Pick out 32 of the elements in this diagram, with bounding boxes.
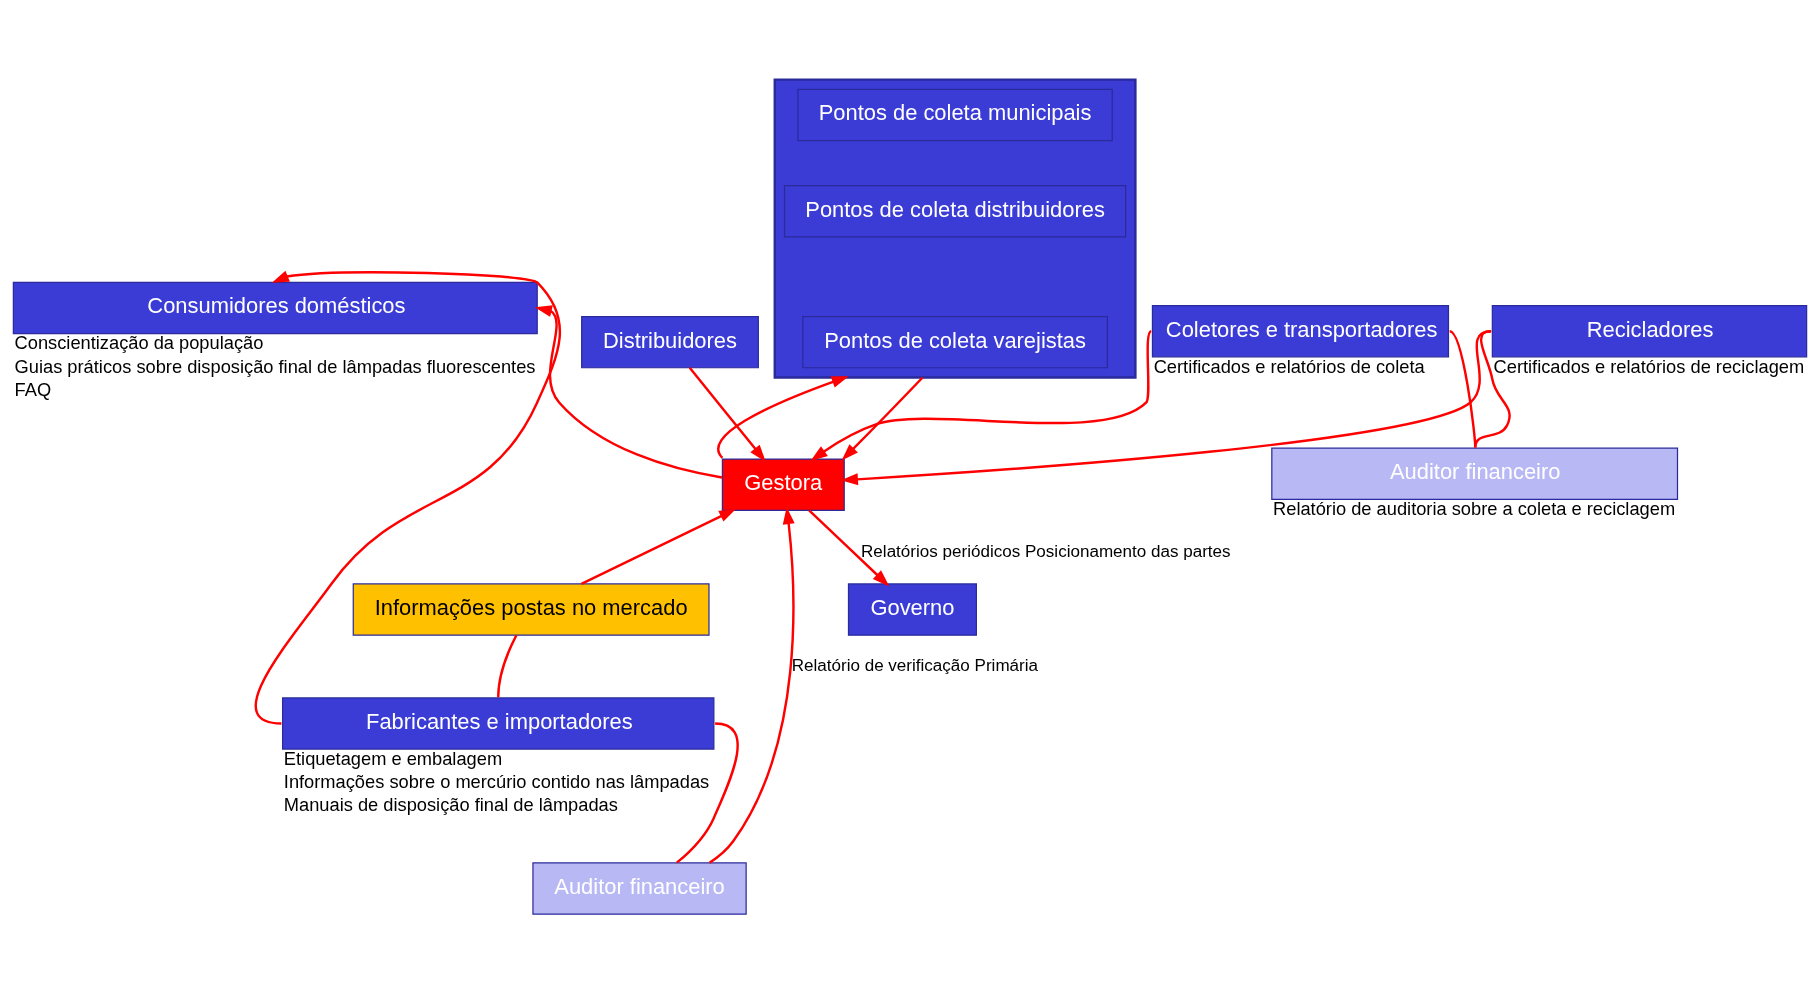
arrow: [580, 508, 737, 585]
node-box: Governo: [847, 582, 977, 636]
node-label: Manuais de disposição final de lâmpadas: [283, 793, 618, 815]
arrow: [254, 270, 561, 725]
edge-label: Relatórios periódicos Posicionamento das partes: [861, 541, 1231, 561]
node-box: Informações postas no mercado: [352, 582, 710, 636]
node-label: FAQ: [14, 378, 52, 400]
arrow: [841, 376, 924, 460]
arrow: [708, 506, 795, 864]
node-label: Guias práticos sobre disposição final de lâmpadas fluorescentes: [14, 355, 536, 377]
connector: [676, 721, 739, 864]
arrow: [840, 329, 1492, 485]
arrow: [717, 375, 849, 459]
node-box: Auditor financeiro: [532, 861, 747, 915]
node-label: Certificados e relatórios de coleta: [1153, 355, 1425, 377]
cluster: [773, 77, 1137, 379]
arrow: [534, 304, 723, 479]
arrow: [688, 366, 766, 462]
node-box: Distribuidores: [581, 315, 759, 368]
arrow: [808, 509, 890, 586]
node-label: Etiquetagem e embalagem: [283, 747, 503, 769]
node-label: Relatório de auditoria sobre a coleta e reciclagem: [1273, 497, 1676, 519]
edge-label: Relatório de verificação Primária: [791, 655, 1039, 675]
node-label: Informações sobre o mercúrio contido nas lâmpadas: [283, 770, 710, 792]
arrow: [810, 330, 1153, 461]
node-box: Pontos de coleta municipais: [797, 88, 1113, 141]
node-label: Certificados e relatórios de reciclagem: [1493, 355, 1805, 377]
node-box: Pontos de coleta varejistas: [802, 315, 1108, 368]
node-box: Pontos de coleta distribuidores: [783, 184, 1127, 237]
node-box: Gestora: [721, 458, 845, 511]
connector: [497, 634, 518, 697]
node-label: Conscientização da população: [14, 331, 264, 353]
